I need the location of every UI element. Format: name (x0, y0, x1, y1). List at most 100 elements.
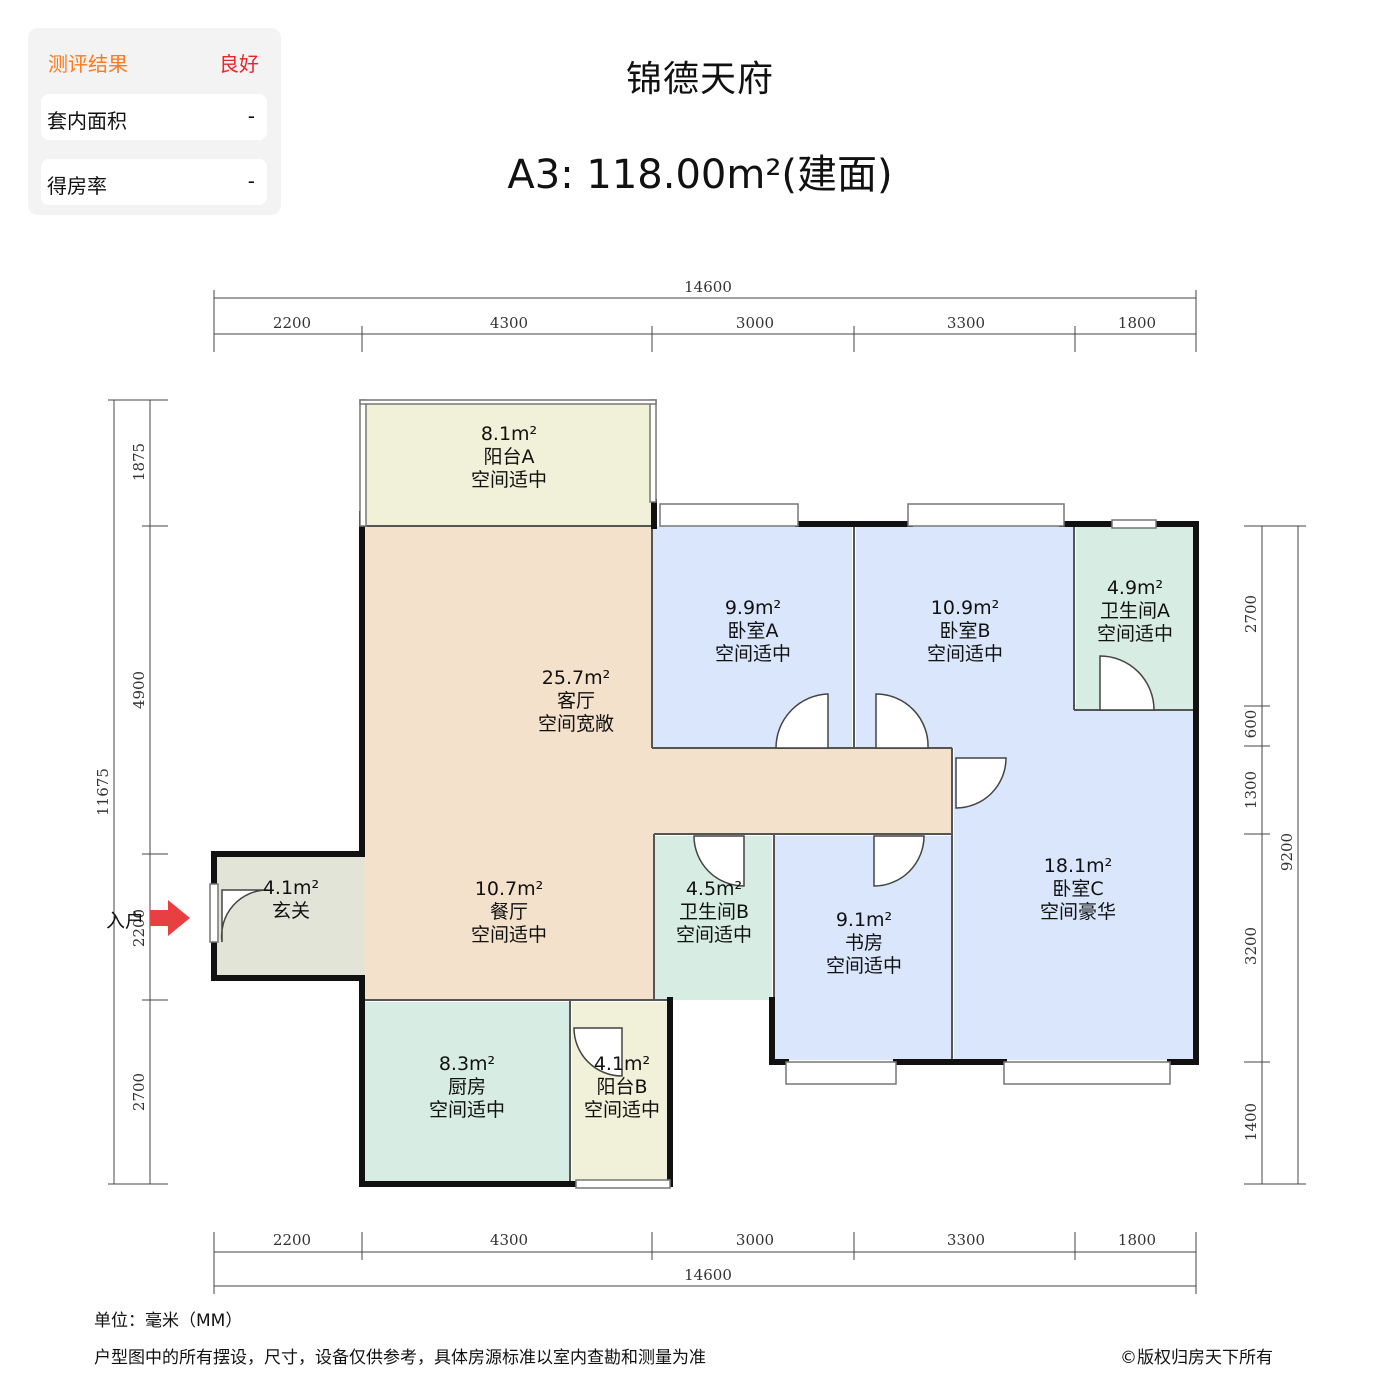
svg-text:卧室B: 卧室B (939, 620, 990, 642)
evaluation-value: 良好 (219, 52, 259, 76)
dimension-labels: 14600 2200 4300 3000 3300 1800 2200 4300… (94, 278, 1296, 1284)
dim-top-total: 14600 (684, 278, 732, 296)
svg-text:空间适中: 空间适中 (471, 469, 547, 491)
room-label-dining: 10.7m² 餐厅 空间适中 (471, 878, 547, 946)
room-label-bath-b: 4.5m² 卫生间B 空间适中 (676, 878, 752, 946)
room-label-kitchen: 8.3m² 厨房 空间适中 (429, 1053, 505, 1121)
svg-text:9.1m²: 9.1m² (836, 909, 892, 931)
dim-bottom-total: 14600 (684, 1266, 732, 1284)
svg-text:18.1m²: 18.1m² (1044, 855, 1112, 877)
disclaimer: 户型图中的所有摆设，尺寸，设备仅供参考，具体房源标准以室内查勘和测量为准 (94, 1348, 706, 1368)
copyright: ©版权归房天下所有 (1120, 1348, 1273, 1368)
foyer-fill (214, 854, 364, 980)
room-label-foyer: 4.1m² 玄关 (263, 877, 319, 922)
svg-text:阳台B: 阳台B (596, 1076, 647, 1098)
svg-text:25.7m²: 25.7m² (542, 667, 610, 689)
svg-text:4.1m²: 4.1m² (263, 877, 319, 899)
dim-right-4: 3200 (1242, 927, 1260, 965)
room-label-bedroom-a: 9.9m² 卧室A 空间适中 (715, 597, 791, 665)
svg-text:卧室C: 卧室C (1052, 878, 1103, 900)
interior-area-label: 套内面积 (47, 109, 127, 133)
svg-text:空间适中: 空间适中 (429, 1099, 505, 1121)
dim-left-1: 1875 (130, 443, 148, 481)
living-dining-fill (364, 526, 952, 1000)
evaluation-header: 测评结果 良好 (48, 48, 259, 78)
room-label-living: 25.7m² 客厅 空间宽敞 (538, 667, 614, 735)
balcony-a-fill (364, 402, 654, 526)
svg-text:厨房: 厨房 (448, 1076, 486, 1098)
dim-left-total: 11675 (94, 768, 112, 816)
dim-bottom-5: 1800 (1118, 1231, 1156, 1249)
svg-text:4.5m²: 4.5m² (686, 878, 742, 900)
svg-text:空间适中: 空间适中 (715, 643, 791, 665)
dim-bottom-3: 3000 (736, 1231, 774, 1249)
evaluation-card: 测评结果 良好 套内面积 - 得房率 - (28, 28, 281, 215)
svg-text:空间适中: 空间适中 (826, 955, 902, 977)
dim-right-5: 1400 (1242, 1103, 1260, 1141)
svg-text:空间适中: 空间适中 (1097, 623, 1173, 645)
kitchen-fill (364, 1002, 570, 1184)
svg-text:书房: 书房 (845, 932, 883, 954)
svg-text:10.9m²: 10.9m² (931, 597, 999, 619)
dim-bottom-4: 3300 (947, 1231, 985, 1249)
svg-text:9.9m²: 9.9m² (725, 597, 781, 619)
evaluation-label: 测评结果 (48, 52, 128, 76)
dim-left-2: 4900 (130, 671, 148, 709)
dim-top-1: 2200 (273, 314, 311, 332)
room-label-bedroom-c: 18.1m² 卧室C 空间豪华 (1040, 855, 1116, 923)
svg-text:空间豪华: 空间豪华 (1040, 901, 1116, 923)
efficiency-rate-value: - (247, 169, 255, 193)
svg-text:4.9m²: 4.9m² (1107, 577, 1163, 599)
room-label-bath-a: 4.9m² 卫生间A 空间适中 (1097, 577, 1173, 645)
dim-left-4: 2700 (130, 1073, 148, 1111)
dim-top-3: 3000 (736, 314, 774, 332)
svg-text:玄关: 玄关 (272, 900, 310, 922)
interior-area-value: - (247, 104, 255, 128)
dim-right-2: 600 (1242, 710, 1260, 739)
dim-right-1: 2700 (1242, 595, 1260, 633)
unit-title: A3: 118.00m²(建面) (507, 152, 893, 198)
svg-text:空间适中: 空间适中 (584, 1099, 660, 1121)
svg-text:空间宽敞: 空间宽敞 (538, 713, 614, 735)
svg-text:8.1m²: 8.1m² (481, 423, 537, 445)
room-label-bedroom-b: 10.9m² 卧室B 空间适中 (927, 597, 1003, 665)
dim-top-4: 3300 (947, 314, 985, 332)
doors (220, 655, 1155, 1077)
svg-text:卫生间B: 卫生间B (679, 901, 749, 923)
room-labels: 8.1m² 阳台A 空间适中 25.7m² 客厅 空间宽敞 9.9m² 卧室A … (263, 423, 1173, 1121)
bedroom-c-fill (954, 710, 1194, 1060)
dim-right-3: 1300 (1242, 771, 1260, 809)
svg-text:卧室A: 卧室A (728, 620, 779, 642)
dim-left-3: 2200 (130, 909, 148, 947)
svg-text:客厅: 客厅 (557, 690, 595, 712)
svg-text:4.1m²: 4.1m² (594, 1053, 650, 1075)
dim-right-total: 9200 (1278, 833, 1296, 871)
svg-text:空间适中: 空间适中 (927, 643, 1003, 665)
dimension-lines (108, 290, 1306, 1294)
svg-text:8.3m²: 8.3m² (439, 1053, 495, 1075)
efficiency-rate-row: 得房率 - (41, 159, 267, 205)
svg-text:阳台A: 阳台A (484, 446, 535, 468)
svg-text:空间适中: 空间适中 (676, 924, 752, 946)
dim-bottom-1: 2200 (273, 1231, 311, 1249)
study-fill (774, 836, 952, 1060)
interior-area-row: 套内面积 - (41, 94, 267, 140)
entry-arrow-icon (150, 900, 190, 936)
outer-walls (211, 499, 1199, 1187)
room-label-balcony-b: 4.1m² 阳台B 空间适中 (584, 1053, 660, 1121)
dim-top-5: 1800 (1118, 314, 1156, 332)
room-label-study: 9.1m² 书房 空间适中 (826, 909, 902, 977)
efficiency-rate-label: 得房率 (47, 174, 107, 198)
svg-text:10.7m²: 10.7m² (475, 878, 543, 900)
dim-bottom-2: 4300 (490, 1231, 528, 1249)
dim-top-2: 4300 (490, 314, 528, 332)
svg-text:空间适中: 空间适中 (471, 924, 547, 946)
svg-text:餐厅: 餐厅 (490, 901, 528, 923)
room-fills (214, 402, 1194, 1184)
svg-text:卫生间A: 卫生间A (1100, 600, 1170, 622)
entry-label: 入户 (106, 910, 144, 932)
unit-note: 单位：毫米（MM） (94, 1311, 243, 1331)
project-name: 锦德天府 (625, 59, 774, 100)
room-label-balcony-a: 8.1m² 阳台A 空间适中 (471, 423, 547, 491)
